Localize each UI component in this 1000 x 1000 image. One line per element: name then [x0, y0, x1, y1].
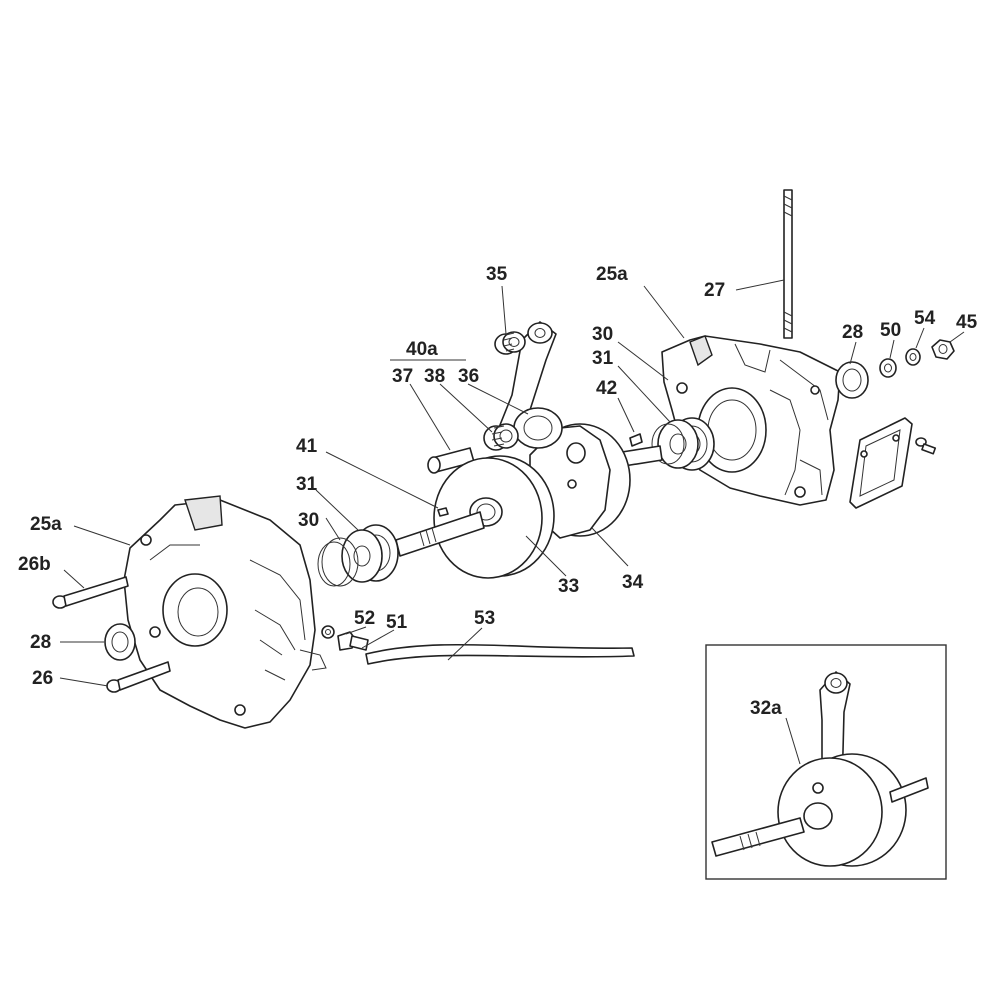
needle-bearing-small — [494, 331, 526, 355]
callout-31-right: 31 — [592, 348, 614, 369]
callout-54: 54 — [914, 308, 936, 329]
woodruff-key — [629, 433, 643, 447]
callout-36: 36 — [458, 366, 479, 387]
callout-31-left: 31 — [296, 474, 318, 495]
hex-nut — [931, 339, 955, 360]
inset-assembled-crankshaft: 32a — [705, 644, 947, 880]
callout-53: 53 — [474, 608, 495, 629]
callout-26: 26 — [32, 668, 53, 689]
circlip-left — [317, 537, 359, 587]
ball-bearing-left — [341, 524, 399, 583]
sealing-washer — [321, 625, 335, 639]
oil-seal-left — [104, 623, 136, 661]
callout-50: 50 — [880, 320, 901, 341]
bolt-long — [52, 576, 129, 609]
connecting-rod — [499, 321, 563, 449]
left-crankcase-half — [123, 495, 327, 729]
callout-51: 51 — [386, 612, 408, 633]
callout-27: 27 — [704, 280, 725, 301]
stud-bolt — [783, 189, 793, 339]
hose-fitting — [337, 631, 369, 651]
callout-34: 34 — [622, 572, 644, 593]
callout-25a-right: 25a — [596, 264, 628, 285]
callout-40a: 40a — [406, 339, 438, 360]
small-screw — [915, 437, 937, 455]
callout-labels: 35 25a 27 40a 37 38 36 30 31 42 28 50 54… — [18, 264, 978, 689]
needle-bearing-large — [483, 423, 519, 451]
callout-28-right: 28 — [842, 322, 863, 343]
spring-washer — [905, 348, 921, 366]
leader-lines — [59, 279, 965, 687]
callout-25a-left: 25a — [30, 514, 62, 535]
callout-52: 52 — [354, 608, 375, 629]
crank-pin — [427, 447, 475, 474]
callout-42: 42 — [596, 378, 617, 399]
callout-33: 33 — [558, 576, 579, 597]
callout-28-left: 28 — [30, 632, 51, 653]
cover-plate — [849, 417, 913, 509]
circlip-right — [651, 423, 685, 465]
breather-hose — [365, 643, 635, 665]
crank-web-left — [433, 455, 555, 579]
ball-bearing-right — [657, 417, 715, 471]
oil-seal-right — [835, 361, 869, 399]
callout-45: 45 — [956, 312, 978, 333]
callout-26b: 26b — [18, 554, 51, 575]
callout-30-right: 30 — [592, 324, 613, 345]
washer — [879, 358, 897, 378]
callout-41: 41 — [296, 436, 318, 457]
callout-32a: 32a — [750, 698, 782, 719]
callout-30-left: 30 — [298, 510, 319, 531]
callout-37: 37 — [392, 366, 413, 387]
callout-38: 38 — [424, 366, 445, 387]
callout-35: 35 — [486, 264, 508, 285]
